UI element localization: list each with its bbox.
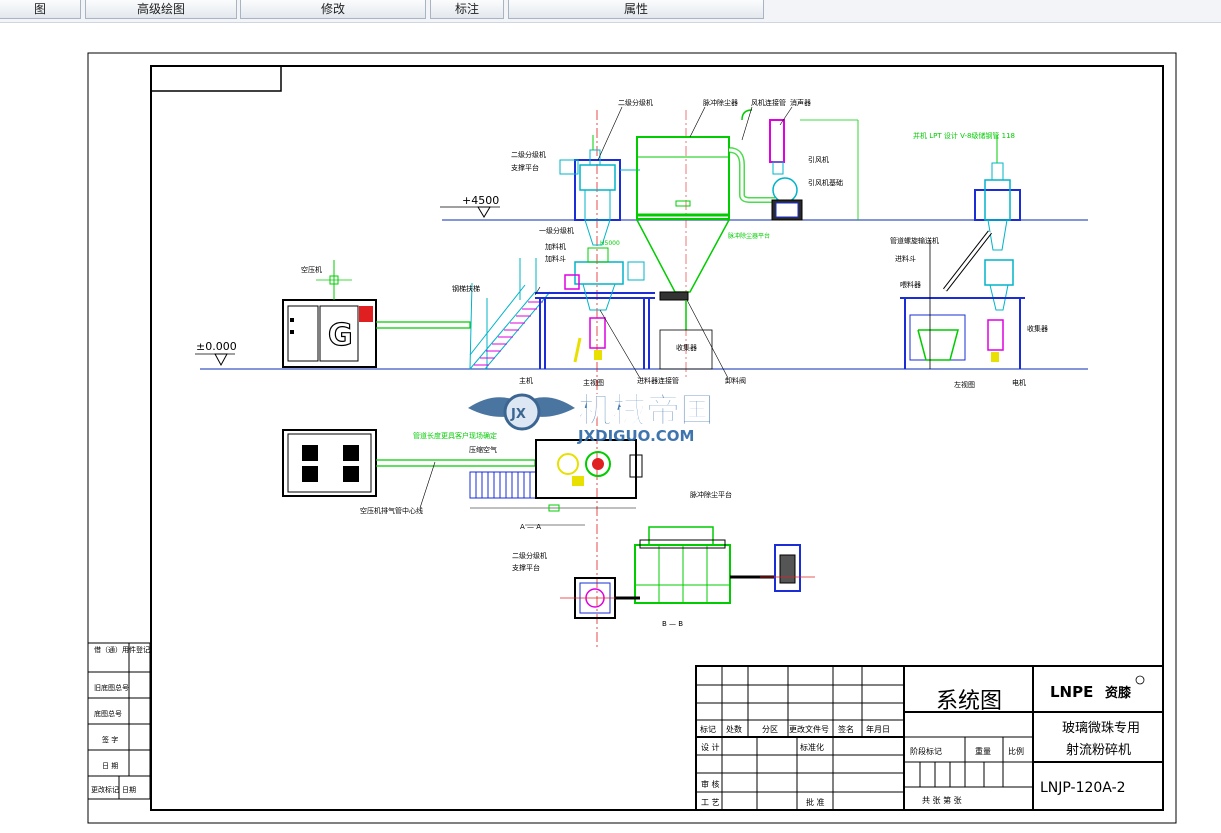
callout-sep-platform-2: 支撑平台 bbox=[511, 163, 539, 172]
pulse-dust-collector bbox=[636, 136, 730, 370]
callout-compressor-exhaust: 空压机排气管中心线 bbox=[360, 506, 423, 515]
callout-secondary-separator: 二级分级机 bbox=[618, 98, 653, 107]
callout-feeder: 加料机 bbox=[545, 242, 566, 251]
tab-advanced-draw[interactable]: 高级绘图 bbox=[85, 0, 237, 19]
tb-date: 年月日 bbox=[866, 724, 890, 734]
callout-discharge: 卸料阀 bbox=[725, 376, 746, 385]
elevation-upper-label: +4500 bbox=[462, 194, 499, 207]
callout-fan-base: 引风机基础 bbox=[808, 178, 843, 187]
callout-feed-conveyor: 进料斗 bbox=[895, 254, 916, 263]
primary-separator bbox=[564, 247, 645, 363]
tb-approve: 批 准 bbox=[806, 797, 825, 807]
watermark-cn: 机械帝国 bbox=[578, 391, 714, 431]
air-compressor-plan bbox=[282, 429, 377, 497]
stairs bbox=[469, 258, 551, 370]
air-compressor-label: 空压机 bbox=[301, 265, 322, 274]
left-table-row-3: 签 字 bbox=[102, 735, 118, 744]
watermark-en: JXDIGUO.COM bbox=[577, 427, 694, 445]
tb-product-line2: 射流粉碎机 bbox=[1066, 742, 1131, 758]
callout-primary-separator: 一级分级机 bbox=[539, 226, 574, 235]
callout-main-view: 主视图 bbox=[583, 378, 604, 387]
tb-product-line1: 玻璃微珠专用 bbox=[1062, 721, 1140, 736]
callout-collector: 收集器 bbox=[1027, 324, 1048, 333]
induced-fan bbox=[728, 109, 859, 221]
tb-mark: 标记 bbox=[700, 724, 716, 734]
left-table-row-2: 底图总号 bbox=[94, 709, 122, 718]
tb-weight: 重量 bbox=[975, 746, 991, 756]
svg-text:H5000: H5000 bbox=[600, 240, 620, 247]
secondary-separator bbox=[559, 135, 640, 246]
tab-annotate[interactable]: 标注 bbox=[430, 0, 504, 19]
left-table-row-0: 借（通）用件登记 bbox=[94, 645, 150, 654]
pulse-platform-note: 脉冲除尘器平台 bbox=[728, 232, 770, 240]
tab-properties[interactable]: 属性 bbox=[508, 0, 764, 19]
tb-zone: 分区 bbox=[762, 725, 778, 734]
callout-compressed-air: 压缩空气 bbox=[469, 445, 497, 454]
left-revision-table bbox=[87, 642, 151, 800]
sheet-outer-border bbox=[87, 52, 1177, 824]
tb-review: 审 核 bbox=[701, 779, 720, 789]
section-a-label: A — A bbox=[520, 523, 541, 531]
tab-draw[interactable]: 图 bbox=[0, 0, 81, 19]
callout-sep-platform-1: 二级分级机 bbox=[511, 150, 546, 159]
svg-text:并机 LPT 设计 V-8级储钢管 118: 并机 LPT 设计 V-8级储钢管 118 bbox=[913, 131, 1015, 140]
tb-signature: 签名 bbox=[838, 724, 854, 734]
callout-fan-pipe: 风机连接管 bbox=[751, 98, 786, 107]
callout-left-view: 左视图 bbox=[954, 380, 975, 389]
tb-change-doc: 更改文件号 bbox=[789, 724, 829, 734]
tb-stage-mark: 阶段标记 bbox=[910, 746, 942, 756]
watermark-badge: JX bbox=[510, 407, 526, 422]
callout-muffler: 消声器 bbox=[790, 98, 811, 107]
drawing-canvas[interactable]: +4500 ±0.000 G 空压机 bbox=[0, 24, 1221, 829]
compressed-air-pipe-elev bbox=[376, 321, 471, 329]
platform-frame bbox=[535, 292, 655, 369]
callout-feeding-machine: 喂料器 bbox=[900, 280, 921, 289]
collector-room-label: 收集器 bbox=[676, 343, 697, 352]
collector-plan bbox=[634, 526, 815, 604]
tb-logo-cn: 资膝 bbox=[1105, 685, 1132, 701]
tb-standardize: 标准化 bbox=[800, 742, 824, 752]
callout-pulse-dust-collector: 脉冲除尘器 bbox=[703, 98, 738, 107]
left-table-row-1: 旧底图总号 bbox=[94, 683, 129, 692]
section-b-label: B — B bbox=[662, 620, 683, 628]
left-table-bottom-0: 更改标记 bbox=[91, 785, 119, 794]
left-view-assembly bbox=[900, 135, 1025, 369]
callout-mill-pipe: 进料器连接管 bbox=[637, 376, 679, 385]
callout-ladder: 钢梯扶梯 bbox=[452, 284, 480, 293]
tb-drawing-no: LNJP-120A-2 bbox=[1040, 780, 1126, 796]
compressed-air-pipe-plan bbox=[376, 459, 536, 467]
watermark: JX 机械帝国 JXDIGUO.COM bbox=[468, 391, 715, 445]
callout-feeder3: 加料斗 bbox=[545, 254, 566, 263]
title-block bbox=[695, 665, 1164, 811]
tab-modify[interactable]: 修改 bbox=[240, 0, 426, 19]
mill-plan bbox=[469, 439, 643, 526]
callout-pipe-feeder: 管道螺旋输送机 bbox=[890, 236, 939, 245]
svg-text:支撑平台: 支撑平台 bbox=[512, 563, 540, 572]
secondary-separator-plan bbox=[560, 577, 640, 619]
tb-scale: 比例 bbox=[1008, 746, 1024, 756]
svg-text:脉冲除尘平台: 脉冲除尘平台 bbox=[690, 490, 732, 499]
callout-motor: 电机 bbox=[1012, 378, 1026, 387]
top-left-box bbox=[150, 65, 282, 92]
tb-logo: LNPE bbox=[1050, 683, 1093, 701]
tb-drawing-name: 系统图 bbox=[936, 689, 1002, 714]
callout-induced-fan: 引风机 bbox=[808, 155, 829, 164]
sheet-inner-border bbox=[150, 65, 1164, 811]
tb-count: 处数 bbox=[726, 724, 742, 734]
cad-drawing: +4500 ±0.000 G 空压机 bbox=[87, 52, 1177, 824]
svg-text:二级分级机: 二级分级机 bbox=[512, 551, 547, 560]
left-table-row-4: 日 期 bbox=[102, 762, 118, 770]
stair-treads bbox=[474, 301, 543, 366]
callout-mill: 主机 bbox=[519, 376, 533, 385]
tb-sheets: 共 张 第 张 bbox=[922, 795, 962, 805]
tb-process: 工 艺 bbox=[701, 798, 720, 807]
left-table-bottom-1: 日期 bbox=[122, 786, 136, 794]
ribbon-tab-bar: 图 高级绘图 修改 标注 属性 bbox=[0, 0, 1221, 23]
svg-text:G: G bbox=[328, 318, 353, 353]
callout-top-view-note: 管道长度更具客户现场确定 bbox=[413, 431, 497, 440]
air-compressor-front: G bbox=[282, 260, 377, 368]
elevation-ground-label: ±0.000 bbox=[196, 340, 237, 353]
tb-design: 设 计 bbox=[701, 742, 720, 752]
